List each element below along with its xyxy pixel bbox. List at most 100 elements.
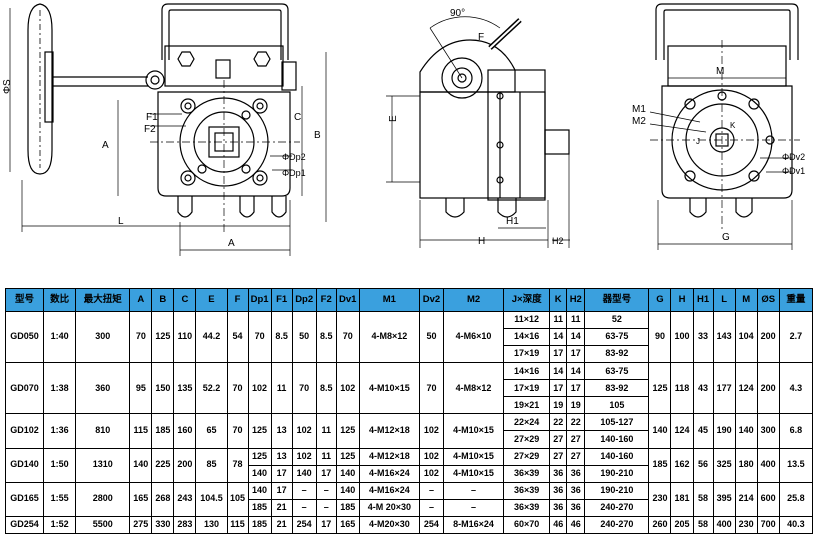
- table-cell: 70: [247, 310, 272, 364]
- column-header: L: [712, 288, 736, 312]
- label-m1: M1: [632, 104, 646, 115]
- left-view-drawing: [9, 3, 327, 256]
- table-cell: 14: [549, 362, 568, 381]
- table-cell: 140: [247, 464, 272, 483]
- table-cell: 110: [173, 310, 197, 364]
- label-c: C: [294, 112, 301, 123]
- column-header: H: [670, 288, 694, 312]
- table-cell: 14: [566, 362, 586, 381]
- table-cell: 240-270: [584, 515, 650, 535]
- column-header: M: [734, 288, 758, 312]
- table-cell: 36×39: [503, 481, 551, 500]
- table-cell: 135: [173, 362, 197, 415]
- table-cell: 190-210: [584, 464, 650, 483]
- table-cell: 1:40: [43, 310, 77, 364]
- label-dv1: ΦDv1: [782, 166, 805, 176]
- table-cell: 140: [291, 464, 317, 483]
- table-cell: 17: [270, 464, 293, 483]
- column-header: F: [226, 288, 249, 312]
- table-cell: 40.3: [778, 515, 814, 535]
- table-cell: 230: [648, 481, 672, 517]
- table-cell: 4-M16×24: [358, 464, 420, 483]
- table-cell: 360: [75, 362, 131, 415]
- label-j: J: [696, 137, 700, 146]
- table-cell: 200: [756, 362, 780, 415]
- table-cell: 1:52: [43, 515, 77, 535]
- table-cell: 300: [756, 413, 780, 449]
- table-cell: 125: [151, 310, 175, 364]
- table-cell: 36×39: [503, 464, 551, 483]
- table-cell: 78: [226, 447, 249, 483]
- table-cell: 275: [129, 515, 153, 535]
- table-cell: 70: [291, 362, 317, 415]
- table-cell: 13.5: [778, 447, 814, 483]
- table-cell: 230: [734, 515, 758, 535]
- table-cell: 140: [129, 447, 153, 483]
- table-cell: 115: [129, 413, 153, 449]
- table-cell: 19: [566, 396, 586, 415]
- table-cell: 22: [549, 413, 568, 432]
- column-header: M1: [358, 288, 420, 312]
- table-cell: GD140: [4, 447, 45, 483]
- label-a-horizontal: A: [228, 238, 235, 249]
- table-cell: 8-M16×24: [442, 515, 505, 535]
- label-dv2: ΦDv2: [782, 152, 805, 162]
- table-cell: 70: [418, 362, 444, 415]
- table-cell: 50: [291, 310, 317, 364]
- table-cell: 181: [670, 481, 694, 517]
- table-cell: 11: [270, 362, 293, 415]
- label-g: G: [722, 232, 730, 243]
- table-cell: 102: [335, 362, 360, 415]
- table-cell: 17: [270, 481, 293, 500]
- table-cell: 4-M8×12: [358, 310, 420, 364]
- table-cell: 17: [549, 345, 568, 364]
- table-cell: 104: [734, 310, 758, 364]
- table-cell: 400: [712, 515, 736, 535]
- table-cell: 140: [247, 481, 272, 500]
- table-cell: 6.8: [778, 413, 814, 449]
- column-header: Dv2: [418, 288, 444, 312]
- technical-drawings: ΦS B C A L A F1 F2 ΦDp2 ΦDp1 90° F E H1 …: [2, 3, 805, 256]
- label-angle-90: 90°: [450, 8, 465, 19]
- table-cell: 36: [549, 498, 568, 517]
- table-cell: –: [418, 498, 444, 517]
- table-cell: 4-M20×30: [358, 515, 420, 535]
- table-cell: 243: [173, 481, 197, 517]
- table-cell: 214: [734, 481, 758, 517]
- table-cell: –: [442, 481, 505, 500]
- table-cell: 185: [648, 447, 672, 483]
- table-cell: 17: [315, 464, 337, 483]
- table-cell: –: [442, 498, 505, 517]
- table-cell: 25.8: [778, 481, 814, 517]
- table-cell: 140-160: [584, 447, 650, 466]
- label-dp1: ΦDp1: [282, 168, 306, 178]
- table-cell: 17: [549, 379, 568, 398]
- table-cell: 27×29: [503, 430, 551, 449]
- table-cell: 102: [418, 413, 444, 449]
- table-cell: 8.5: [315, 362, 337, 415]
- table-cell: 13: [270, 413, 293, 449]
- table-cell: 240-270: [584, 498, 650, 517]
- label-e: E: [388, 115, 399, 122]
- right-view-drawing: [649, 3, 800, 250]
- table-cell: 4-M 20×30: [358, 498, 420, 517]
- table-cell: 330: [151, 515, 175, 535]
- table-cell: 102: [418, 447, 444, 466]
- table-cell: 11: [315, 447, 337, 466]
- table-cell: 140: [648, 413, 672, 449]
- column-header: 重量: [778, 288, 814, 312]
- table-cell: 54: [226, 310, 249, 364]
- table-cell: 140: [335, 481, 360, 500]
- column-header: 型号: [4, 288, 45, 312]
- table-cell: 395: [712, 481, 736, 517]
- table-cell: 63-75: [584, 362, 650, 381]
- table-cell: GD102: [4, 413, 45, 449]
- table-cell: 70: [226, 362, 249, 415]
- table-cell: 600: [756, 481, 780, 517]
- table-cell: 50: [418, 310, 444, 364]
